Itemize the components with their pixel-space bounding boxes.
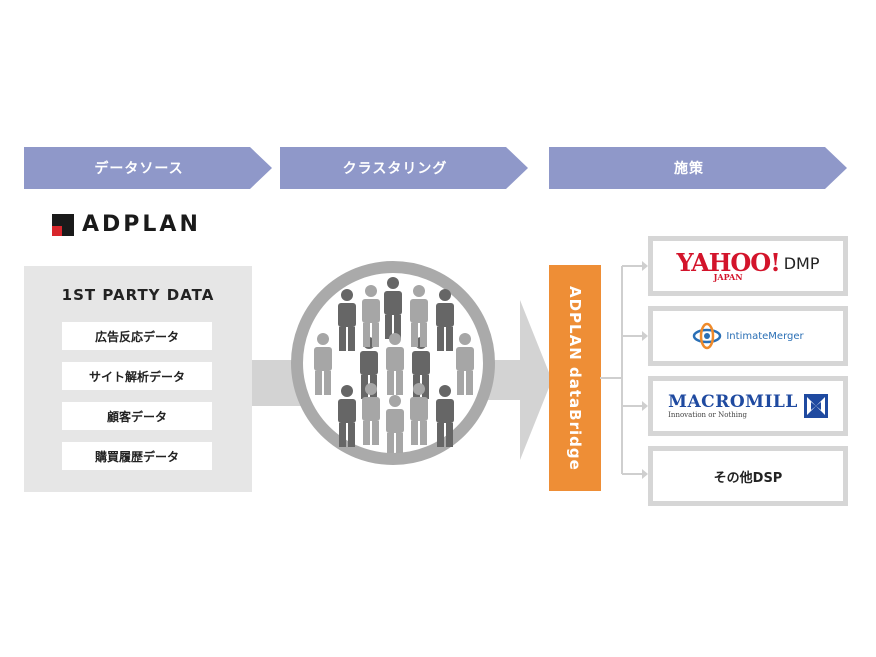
flow-arrow (480, 300, 552, 460)
step-header-label: 施策 (674, 161, 704, 177)
macromill-tagline: Innovation or Nothing (668, 410, 747, 419)
adplan-databridge: ADPLAN dataBridge (549, 265, 601, 491)
other-dsp-label: その他DSP (713, 470, 783, 486)
panel-title: 1ST PARTY DATA (61, 286, 215, 304)
branch-lines (600, 261, 648, 479)
step-header-data-source: データソース (24, 147, 272, 189)
yahoo-japan-text: JAPAN (713, 272, 743, 282)
intimate-merger-icon (693, 322, 722, 350)
macromill-icon (803, 394, 828, 418)
yahoo-logo-text: YAHOO! (676, 248, 780, 277)
data-item: 顧客データ (62, 402, 212, 430)
intimate-merger-text: IntimateMerger (726, 330, 804, 342)
data-item: 購買履歴データ (62, 442, 212, 470)
bridge-label: ADPLAN dataBridge (566, 285, 584, 471)
partner-yahoo-dmp: YAHOO! JAPAN DMP (648, 236, 848, 296)
adplan-logo-mark (52, 213, 74, 236)
adplan-logo-text: ADPLAN (82, 212, 201, 237)
data-item: 広告反応データ (62, 322, 212, 350)
step-header-label: クラスタリング (342, 161, 448, 177)
adplan-logo: ADPLAN (52, 212, 201, 237)
first-party-data-panel: 1ST PARTY DATA 広告反応データ サイト解析データ 顧客データ 購買… (24, 266, 252, 492)
dmp-label: DMP (783, 254, 820, 273)
partner-macromill: MACROMILL Innovation or Nothing (648, 376, 848, 436)
partner-intimate-merger: IntimateMerger (648, 306, 848, 366)
partner-other-dsp: その他DSP (648, 446, 848, 506)
macromill-logo-text: MACROMILL (668, 391, 798, 412)
step-header-measures: 施策 (549, 147, 847, 189)
data-item: サイト解析データ (62, 362, 212, 390)
step-header-clustering: クラスタリング (280, 147, 528, 189)
people-cluster (314, 277, 474, 453)
step-header-label: データソース (94, 161, 184, 177)
